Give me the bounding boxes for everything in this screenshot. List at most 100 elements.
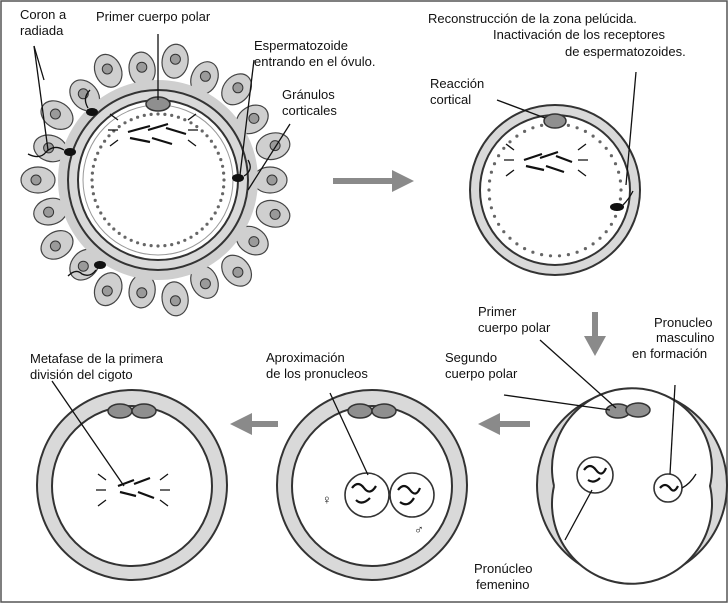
label-espermatozoide-1: Espermatozoide [254, 38, 348, 53]
cortical-granule [221, 192, 224, 195]
cortical-granule [488, 197, 491, 200]
cortical-granule [103, 140, 106, 143]
arrow-left-1 [478, 413, 530, 435]
cortical-granule [490, 171, 493, 174]
cortical-granule [515, 135, 518, 138]
corona-cell-nucleus [200, 279, 210, 289]
label-reaccion-2: cortical [430, 92, 471, 107]
cortical-granule [130, 118, 133, 121]
cortical-granule [170, 243, 173, 246]
label-segundo-cuerpo-polar-2: cuerpo polar [445, 366, 518, 381]
cortical-granule [497, 154, 500, 157]
oocyte [78, 100, 238, 260]
label-corona-2: radiada [20, 23, 64, 38]
cortical-granule [540, 124, 543, 127]
corona-cell-nucleus [50, 109, 60, 119]
label-granulos-2: corticales [282, 103, 337, 118]
cortical-granule [605, 147, 608, 150]
cortical-granule [610, 154, 613, 157]
label-corona-1: Coron a [20, 7, 67, 22]
cortical-granule [619, 197, 622, 200]
corona-cell-nucleus [170, 54, 180, 64]
cortical-granule [222, 172, 225, 175]
zygote-5 [52, 406, 212, 566]
cortical-granule [576, 251, 579, 254]
label-pronucleo-femenino-2: femenino [476, 577, 529, 592]
cortical-granule [163, 244, 166, 247]
label-reconstruccion-1: Reconstrucción de la zona pelúcida. [428, 11, 637, 26]
corona-cell-nucleus [137, 288, 147, 298]
corona-cell-nucleus [102, 286, 112, 296]
cortical-granule [619, 188, 622, 191]
cortical-granule [619, 179, 622, 182]
cortical-granule [217, 152, 220, 155]
cell-pronuclei-approach: ♀ ♂ [277, 390, 467, 580]
polar-body-4a [348, 404, 372, 418]
cortical-granule [91, 185, 94, 188]
pronucleus-4b [390, 473, 434, 517]
cortical-granule [91, 172, 94, 175]
cortical-granule [201, 227, 204, 230]
corona-cell-nucleus [249, 237, 259, 247]
cortical-granule [214, 211, 217, 214]
cortical-granule [222, 185, 225, 188]
label-pronucleo-femenino-1: Pronúcleo [474, 561, 533, 576]
label-primer-cuerpo-polar-2: cuerpo polar [478, 320, 551, 335]
cortical-granule [549, 254, 552, 257]
cortical-granule [214, 145, 217, 148]
label-reconstruccion-3: de espermatozoides. [565, 44, 686, 59]
cortical-granule [576, 126, 579, 129]
cortical-granule [567, 253, 570, 256]
corona-cell-nucleus [270, 209, 280, 219]
cortical-granule [592, 135, 595, 138]
cortical-granule [523, 130, 526, 133]
polar-body-5b [132, 404, 156, 418]
corona-cell-nucleus [137, 62, 147, 72]
corona-cell-nucleus [200, 71, 210, 81]
cortical-granule [558, 254, 561, 257]
polar-body-5a [108, 404, 132, 418]
cortical-granule [136, 241, 139, 244]
label-primer-cuerpo-polar-top: Primer cuerpo polar [96, 9, 211, 24]
arrow-left-2 [230, 413, 278, 435]
cortical-granule [201, 129, 204, 132]
cortical-granule [219, 199, 222, 202]
cortical-granule [508, 140, 511, 143]
cortical-granule [540, 253, 543, 256]
corona-cell-nucleus [233, 267, 243, 277]
cortical-granule [94, 199, 97, 202]
female-pronucleus [577, 457, 613, 493]
cell-sperm-entry [21, 43, 293, 318]
cortical-granule [118, 125, 121, 128]
cortical-granule [96, 205, 99, 208]
first-polar-body-2 [544, 114, 566, 128]
corona-cell-nucleus [170, 296, 180, 306]
cortical-granule [205, 134, 208, 137]
label-aproximacion-2: de los pronucleos [266, 366, 368, 381]
label-pronucleo-masculino-2: masculino [656, 330, 715, 345]
female-symbol: ♀ [322, 492, 332, 507]
cortical-granule [205, 223, 208, 226]
corona-cell-nucleus [267, 175, 277, 185]
cortical-granule [170, 114, 173, 117]
cortical-granule [143, 114, 146, 117]
cortical-granule [598, 237, 601, 240]
label-aproximacion-1: Aproximación [266, 350, 345, 365]
cortical-granule [515, 242, 518, 245]
cortical-granule [531, 126, 534, 129]
cortical-granule [195, 232, 198, 235]
cortical-granule [488, 179, 491, 182]
cortical-granule [531, 251, 534, 254]
corona-cell-nucleus [233, 83, 243, 93]
corona-cell-nucleus [78, 261, 88, 271]
cortical-granule [150, 113, 153, 116]
cortical-granule [112, 227, 115, 230]
cortical-granule [123, 236, 126, 239]
cortical-granule [523, 247, 526, 250]
cortical-granule [177, 241, 180, 244]
label-segundo-cuerpo-polar-1: Segundo [445, 350, 497, 365]
cortical-granule [156, 112, 159, 115]
cortical-granule [605, 230, 608, 233]
cortical-granule [92, 165, 95, 168]
